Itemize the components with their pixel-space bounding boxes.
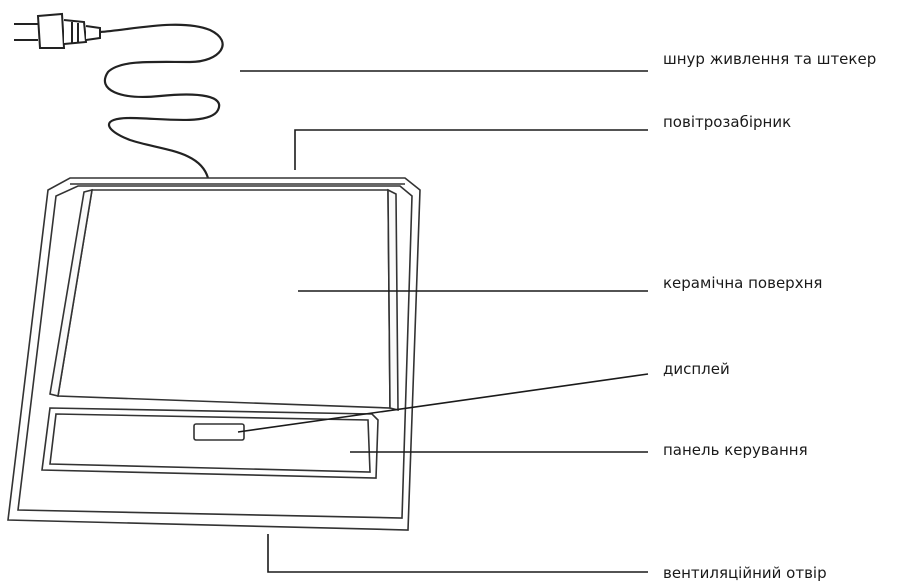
label-power-cord-and-plug: шнур живлення та штекер	[663, 50, 877, 68]
power-plug-icon	[14, 12, 101, 49]
label-display: дисплей	[663, 360, 730, 378]
control-panel	[41, 407, 379, 479]
display-window	[193, 423, 245, 441]
label-vent: вентиляційний отвір	[663, 564, 827, 582]
label-ceramic-surface: керамічна поверхня	[663, 274, 823, 292]
leader-display	[237, 373, 649, 433]
leader-air-intake	[294, 129, 648, 170]
ceramic-surface	[49, 188, 399, 412]
power-cord	[99, 23, 224, 179]
label-air-intake: повітрозабірник	[663, 113, 792, 131]
leader-vent	[267, 534, 648, 573]
leader-lines	[237, 70, 649, 573]
label-control-panel: панель керування	[663, 441, 808, 459]
